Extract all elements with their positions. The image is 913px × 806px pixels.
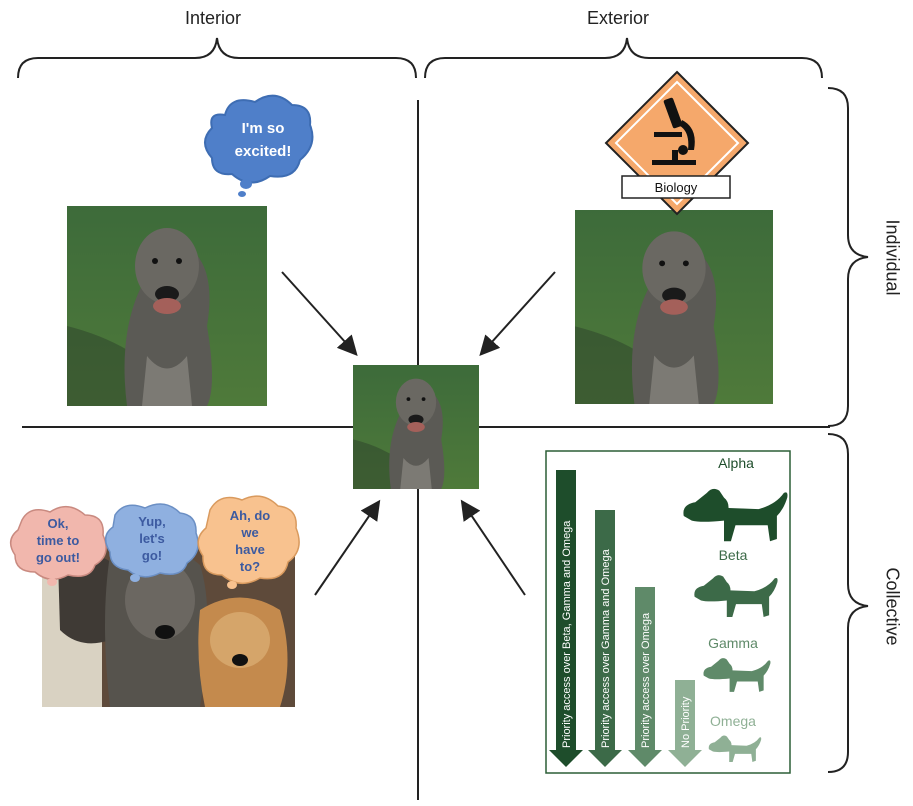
exterior-individual-photo bbox=[575, 210, 773, 404]
arrow-bottom-right bbox=[460, 499, 526, 596]
priority-label-gamma: Priority access over Omega bbox=[640, 612, 652, 748]
yup-line-3: go! bbox=[142, 548, 162, 563]
microscope-icon bbox=[652, 97, 696, 165]
priority-label-omega: No Priority bbox=[680, 696, 692, 748]
priority-label-beta: Priority access over Gamma and Omega bbox=[600, 548, 612, 748]
arrow-bottom-left bbox=[314, 499, 381, 596]
ok-line-3: go out! bbox=[36, 550, 80, 565]
center-photo bbox=[353, 365, 479, 489]
excited-line-2: excited! bbox=[235, 143, 292, 160]
ah-bubble: Ah, do we have to? bbox=[197, 495, 300, 589]
biology-diamond: Biology bbox=[604, 70, 750, 216]
ok-line-1: Ok, bbox=[48, 516, 69, 531]
ah-line-4: to? bbox=[240, 559, 260, 574]
priority-arrow-beta: Priority access over Gamma and Omega bbox=[588, 510, 622, 767]
priority-arrow-omega: No Priority bbox=[668, 680, 702, 767]
exterior-brace bbox=[424, 37, 823, 79]
dog-label-omega: Omega bbox=[710, 713, 756, 729]
excited-line-1: I'm so bbox=[242, 120, 285, 137]
header-exterior: Exterior bbox=[587, 8, 650, 28]
excited-bubble: I'm so excited! bbox=[204, 94, 314, 197]
header-individual: Individual bbox=[882, 219, 903, 296]
yup-bubble: Yup, let's go! bbox=[104, 503, 199, 582]
ah-line-2: we bbox=[240, 525, 258, 540]
interior-brace bbox=[17, 37, 417, 79]
priority-label-alpha: Priority access over Beta, Gamma and Ome… bbox=[561, 520, 573, 748]
header-interior: Interior bbox=[185, 8, 242, 28]
biology-label-box bbox=[621, 175, 731, 199]
interior-individual-photo bbox=[67, 206, 267, 406]
individual-brace bbox=[827, 87, 869, 427]
header-collective: Collective bbox=[882, 567, 903, 646]
dog-label-beta: Beta bbox=[719, 547, 748, 563]
ah-line-3: have bbox=[235, 542, 265, 557]
dog-label-gamma: Gamma bbox=[708, 635, 758, 651]
yup-line-2: let's bbox=[139, 531, 165, 546]
ok-bubble: Ok, time to go out! bbox=[9, 506, 107, 586]
biology-label: Biology bbox=[655, 180, 698, 195]
priority-arrow-alpha: Priority access over Beta, Gamma and Ome… bbox=[549, 470, 583, 767]
ah-line-1: Ah, do bbox=[230, 508, 270, 523]
ok-line-2: time to bbox=[37, 533, 80, 548]
priority-arrow-gamma: Priority access over Omega bbox=[628, 587, 662, 767]
arrow-top-left bbox=[281, 271, 358, 356]
hierarchy-panel bbox=[545, 450, 791, 774]
collective-brace bbox=[827, 433, 869, 773]
yup-line-1: Yup, bbox=[138, 514, 165, 529]
arrow-top-right bbox=[479, 271, 556, 356]
dog-label-alpha: Alpha bbox=[718, 455, 754, 471]
